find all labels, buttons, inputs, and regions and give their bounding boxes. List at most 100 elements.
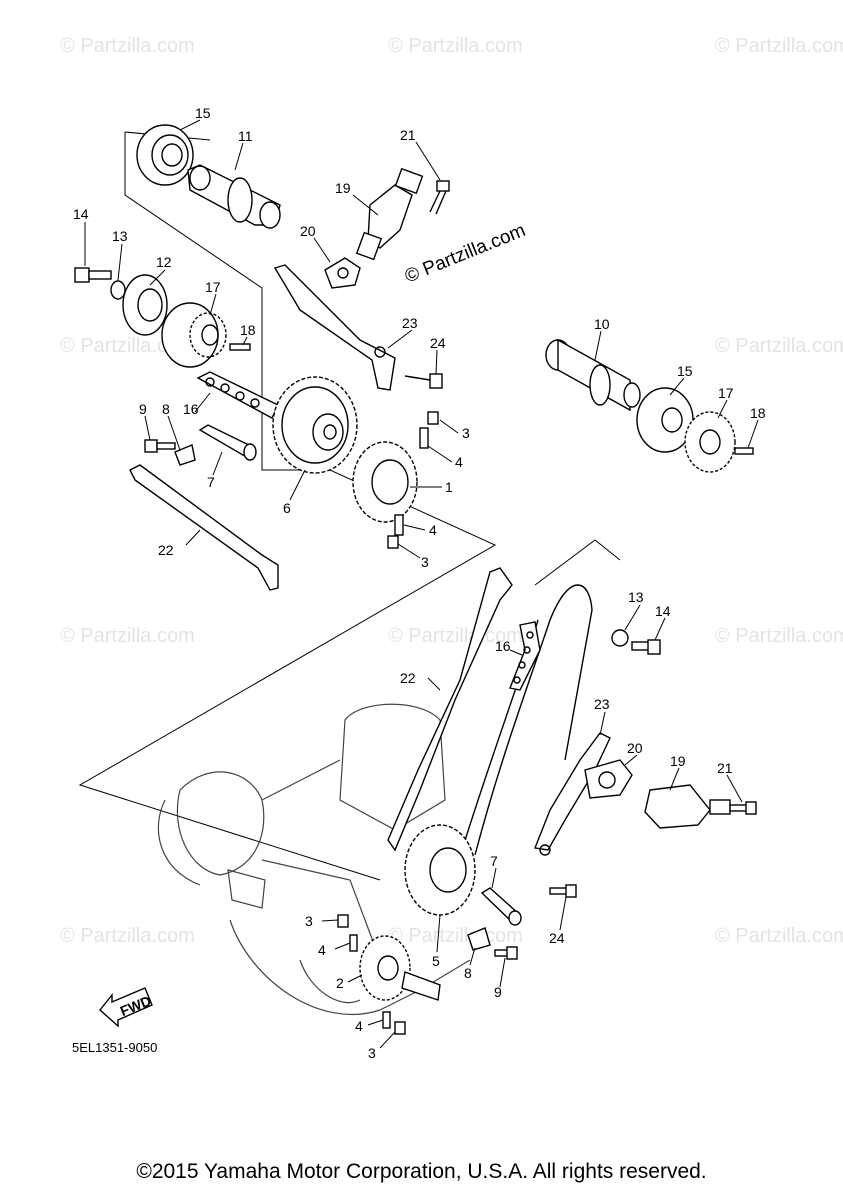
guide-22-lower: [387, 567, 513, 852]
callout-22: 22: [400, 670, 416, 686]
watermark: © Partzilla.com: [388, 35, 523, 57]
pin-4-lower-b: [382, 1011, 391, 1029]
callout-17: 17: [205, 279, 221, 295]
gasket-20-lower: [584, 759, 633, 799]
callout-19: 19: [670, 753, 686, 769]
pin-4-lower-upper: [394, 514, 404, 536]
gasket-20-upper: [324, 257, 361, 289]
callout-24: 24: [430, 335, 446, 351]
callout-9: 9: [494, 984, 502, 1000]
callout-24: 24: [549, 930, 565, 946]
callout-7: 7: [207, 474, 215, 490]
washer-13-lower: [611, 629, 629, 647]
callout-23: 23: [402, 315, 418, 331]
crankcase-outline: [157, 703, 471, 1016]
watermark: © Partzilla.com: [60, 625, 195, 647]
callout-12: 12: [156, 254, 172, 270]
bolt-14-lower: [631, 639, 661, 655]
watermark: © Partzilla.com: [715, 625, 843, 647]
spring-3-upper: [427, 411, 439, 425]
watermark: © Partzilla.com: [715, 925, 843, 947]
callout-3: 3: [421, 554, 429, 570]
callout-4: 4: [429, 522, 437, 538]
callout-23: 23: [594, 696, 610, 712]
bearing-15-upper: [136, 124, 194, 186]
gear-2: [359, 935, 441, 1001]
sprocket-17-upper: [161, 302, 227, 368]
spring-3-lower-b: [394, 1021, 406, 1035]
callout-15: 15: [677, 363, 693, 379]
callout-18: 18: [750, 405, 766, 421]
fwd-arrow: FWD: [99, 987, 154, 1028]
camshaft-11: [187, 164, 281, 229]
callout-3: 3: [368, 1045, 376, 1061]
watermark: © Partzilla.com: [60, 925, 195, 947]
callout-3: 3: [305, 913, 313, 929]
callout-6: 6: [283, 500, 291, 516]
callout-7: 7: [490, 853, 498, 869]
upper-frame: [78, 131, 621, 881]
watermark: © Partzilla.com: [715, 35, 843, 57]
watermark: © Partzilla.com: [388, 925, 523, 947]
callout-14: 14: [655, 603, 671, 619]
callout-13: 13: [112, 228, 128, 244]
tensioner-19-upper: [355, 167, 424, 261]
bolt-21-lower: [729, 801, 757, 815]
bolt-9-lower: [494, 946, 518, 960]
shaft-7-lower: [480, 887, 522, 926]
callout-16: 16: [495, 638, 511, 654]
watermark: © Partzilla.com: [60, 35, 195, 57]
callout-20: 20: [627, 740, 643, 756]
bolt-24-upper: [404, 373, 443, 389]
callouts: 15 11 21 19 14 13 12 17 20 18 23 24 10 1…: [73, 105, 766, 1061]
callout-8: 8: [464, 965, 472, 981]
bolt-9-upper: [144, 439, 176, 453]
lockwasher-8-upper: [174, 444, 196, 466]
callout-22: 22: [158, 542, 174, 558]
callout-11: 11: [238, 128, 253, 144]
callout-1: 1: [445, 479, 453, 495]
shaft-7-upper: [198, 424, 257, 461]
pin-4-lower-a: [349, 934, 358, 952]
copyright-notice: ©2015 Yamaha Motor Corporation, U.S.A. A…: [136, 1160, 707, 1183]
callout-18: 18: [240, 322, 256, 338]
callout-4: 4: [318, 942, 326, 958]
gear-1: [352, 441, 418, 523]
guide-22-upper: [129, 464, 279, 591]
chain-16-upper: [196, 371, 279, 419]
callout-4: 4: [455, 454, 463, 470]
bolt-24-lower: [549, 884, 577, 898]
diagram-code: 5EL1351-9050: [72, 1040, 158, 1055]
callout-20: 20: [300, 223, 316, 239]
callout-14: 14: [73, 206, 89, 222]
pin-18-right: [734, 447, 754, 455]
gear-6: [272, 376, 358, 474]
spring-3-lower-a: [337, 914, 349, 928]
callout-5: 5: [432, 953, 440, 969]
gear-5: [404, 824, 476, 916]
callout-8: 8: [162, 401, 170, 417]
guide-23-upper: [273, 264, 396, 391]
callout-4: 4: [355, 1018, 363, 1034]
callout-2: 2: [336, 975, 344, 991]
callout-16: 16: [183, 401, 199, 417]
camshaft-10: [545, 338, 641, 412]
callout-3: 3: [462, 425, 470, 441]
callout-15: 15: [195, 105, 211, 121]
sprocket-17-right: [684, 411, 736, 473]
fwd-arrow-label: FWD: [118, 992, 154, 1019]
watermark: © Partzilla.com: [388, 625, 523, 647]
callout-21: 21: [717, 760, 733, 776]
pin-4-upper: [419, 427, 429, 449]
watermark: © Partzilla.com: [715, 335, 843, 357]
callout-19: 19: [335, 180, 351, 196]
plate-12: [122, 274, 168, 336]
tensioner-19-lower: [644, 784, 731, 829]
bolt-21-upper: [429, 180, 450, 215]
watermark: © Partzilla.com: [60, 335, 195, 357]
callout-9: 9: [139, 401, 147, 417]
spring-3-lower-upper: [387, 535, 399, 549]
guide-23-lower: [534, 732, 611, 856]
pin-18-upper: [229, 343, 251, 351]
